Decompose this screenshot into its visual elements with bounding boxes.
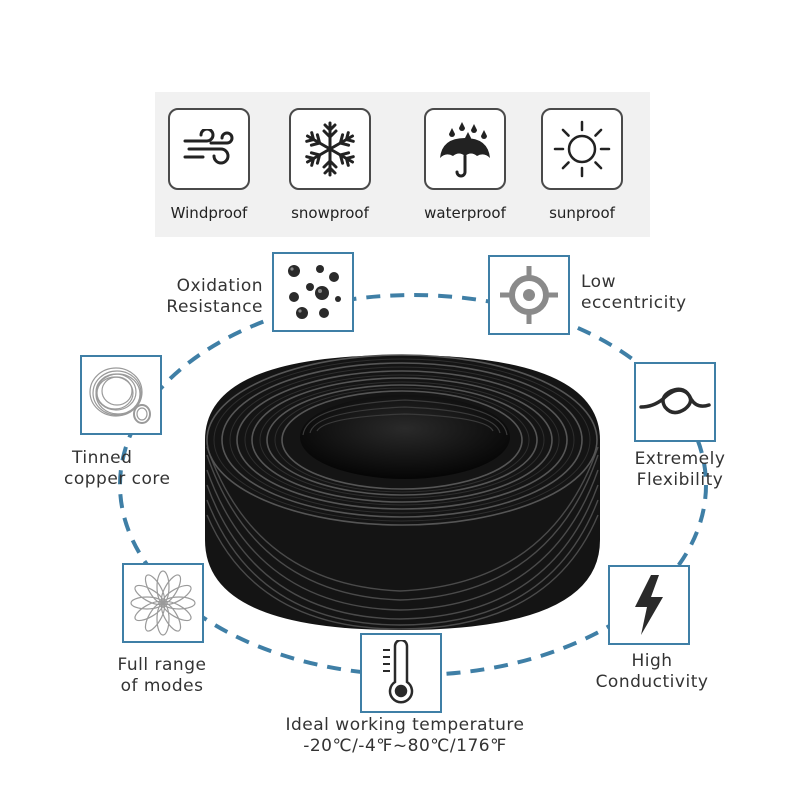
copper-label: Tinned copper core [64,448,171,490]
conductivity-line2: Conductivity [595,672,709,692]
flexibility-label: Extremely Flexibility [630,449,730,491]
flexibility-line2: Flexibility [636,470,724,490]
flexibility-line1: Extremely [634,449,726,469]
modes-label: Full range of modes [112,655,212,697]
oxidation-line2: Resistance [166,297,263,317]
feature-snowproof: snowproof [275,108,385,222]
conductivity-label: High Conductivity [590,651,714,693]
modes-line1: Full range [117,655,207,675]
weather-features-panel: Windproof snowproof [155,92,650,237]
temperature-line1: Ideal working temperature [285,715,525,735]
windproof-label: Windproof [170,204,248,222]
sunproof-label: sunproof [549,204,615,222]
knot-icon [634,362,716,442]
oxidation-label: Oxidation Resistance [155,276,263,318]
lightning-icon [608,565,690,645]
flower-wire-icon [122,563,204,643]
temperature-line2: -20℃/-4℉~80℃/176℉ [303,736,507,756]
umbrella-rain-icon [424,108,506,190]
waterproof-label: waterproof [424,204,506,222]
snowflake-icon [289,108,371,190]
snowproof-label: snowproof [291,204,369,222]
modes-line2: of modes [120,676,204,696]
feature-waterproof: waterproof [410,108,520,222]
wind-icon [168,108,250,190]
feature-windproof: Windproof [154,108,264,222]
eccentricity-line1: Low [581,272,616,292]
feature-sunproof: sunproof [527,108,637,222]
cable-coil-image [205,354,600,630]
sun-icon [541,108,623,190]
eccentricity-label: Low eccentricity [581,272,687,314]
conductivity-line1: High [631,651,673,671]
thermometer-icon [360,633,442,713]
target-icon [488,255,570,335]
copper-line1: Tinned [72,448,133,468]
eccentricity-line2: eccentricity [581,293,687,313]
temperature-label: Ideal working temperature -20℃/-4℉~80℃/1… [240,715,570,757]
copper-line2: copper core [64,469,171,489]
dots-icon [272,252,354,332]
oxidation-line1: Oxidation [176,276,263,296]
wire-coil-icon [80,355,162,435]
